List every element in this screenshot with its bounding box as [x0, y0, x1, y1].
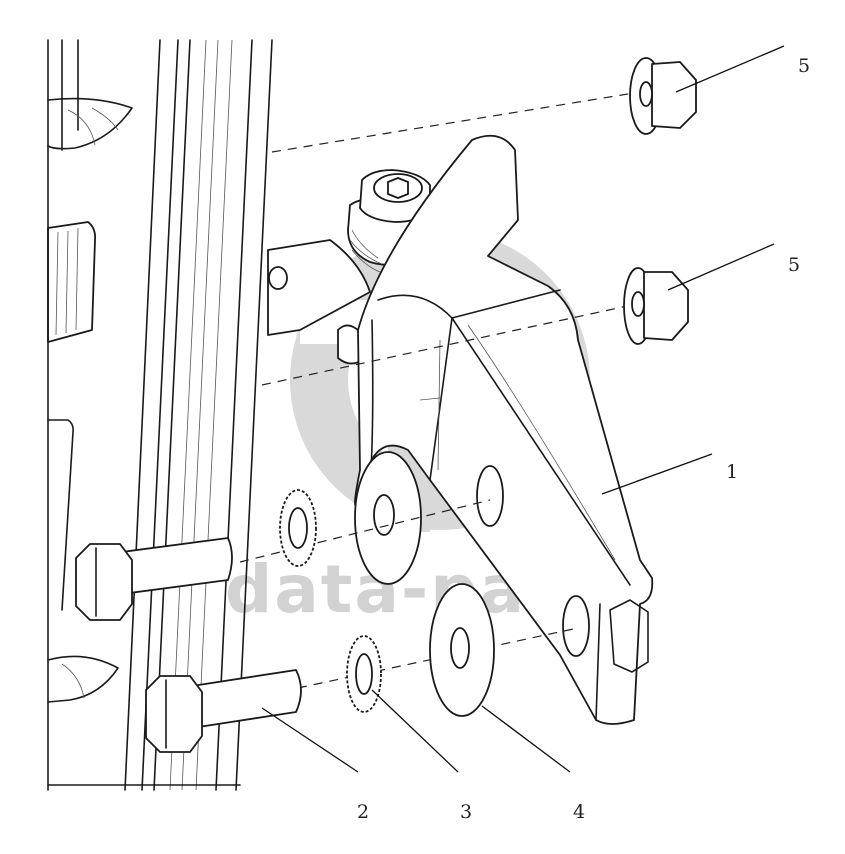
lock-washer-lower: [346, 635, 382, 713]
frame-panel: [47, 39, 273, 791]
flat-washer-lower: [429, 583, 495, 717]
callout-5-upper: 5: [798, 55, 810, 77]
alignment-lines: [239, 91, 641, 689]
leader-lines: [261, 45, 785, 773]
bolt-lower: [145, 669, 302, 753]
callout-1: 1: [726, 461, 738, 483]
upper-flat-washer: [354, 451, 422, 585]
bracket-part: [354, 134, 654, 725]
flange-nut-upper: [629, 57, 697, 135]
callout-3: 3: [460, 801, 472, 823]
bolt-upper: [75, 537, 233, 621]
callout-4: 4: [573, 801, 585, 823]
flange-nut-middle: [623, 267, 689, 345]
callout-2: 2: [357, 801, 369, 823]
lock-washer-upper: [279, 489, 317, 567]
callout-5-middle: 5: [788, 254, 800, 276]
